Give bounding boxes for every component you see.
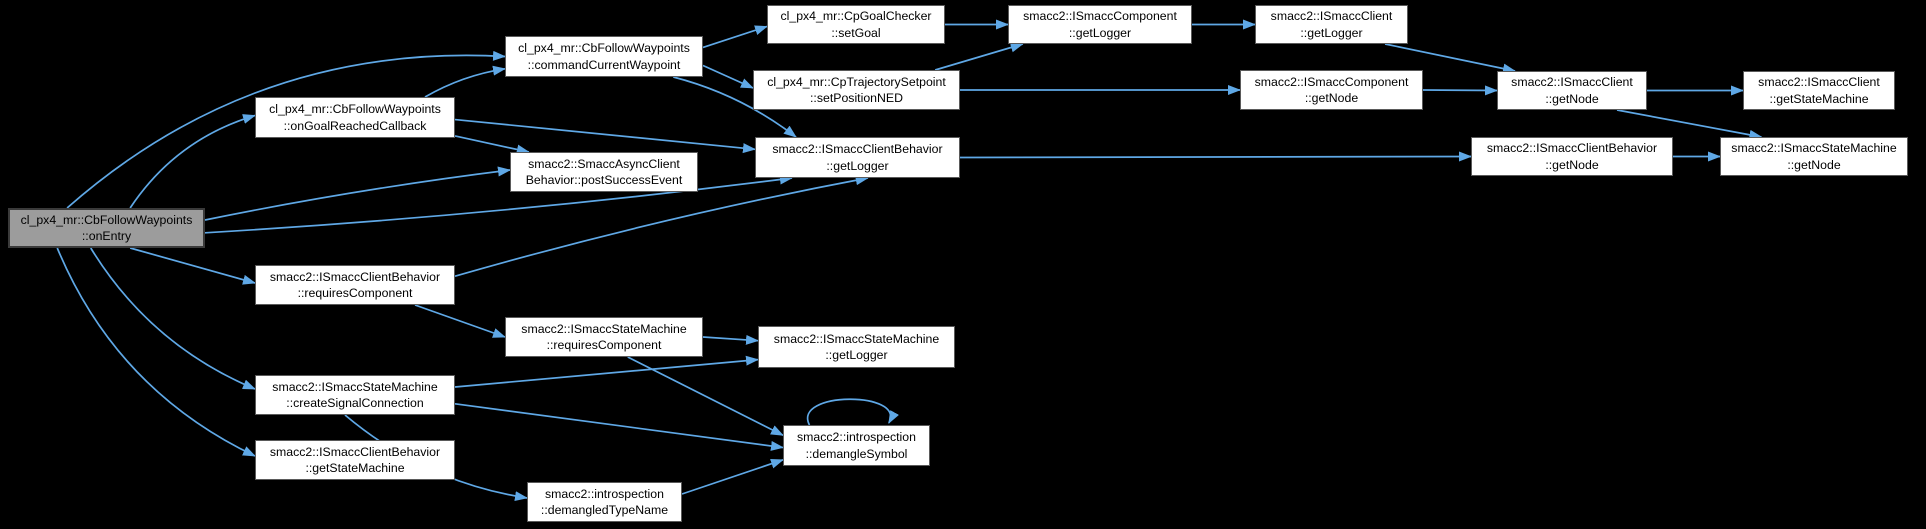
edge-self-loop-demangleSymbol — [806, 398, 899, 426]
node-label-line2: ::createSignalConnection — [286, 396, 424, 410]
edge-cCW-to-setPosNED — [702, 64, 754, 89]
node-label-line1: smacc2::ISmaccStateMachine — [272, 379, 438, 394]
edge-onEntry-to-reqCompCB — [129, 247, 256, 285]
node-label-line1: smacc2::ISmaccClientBehavior — [1486, 141, 1658, 156]
node-label-line1: smacc2::SmaccAsyncClient — [528, 156, 680, 171]
node-label-line2: ::getLogger — [1068, 25, 1132, 40]
node-demangled-type-name[interactable]: smacc2::introspection::demangledTypeName — [527, 482, 682, 522]
node-label-line2: ::getNode — [1545, 91, 1599, 106]
node-label-line2: ::getLogger — [826, 158, 889, 173]
node-label-line2: ::requiresComponent — [546, 338, 662, 352]
node-label-line1: smacc2::ISmaccClientBehavior — [772, 142, 943, 157]
node-label-line1: smacc2::ISmaccClient — [1511, 75, 1633, 90]
edge-getNodeComp-to-getNodeClient — [1422, 85, 1498, 96]
node-label-line2: ::demangledTypeName — [540, 503, 669, 517]
node-client-get-state-machine[interactable]: smacc2::ISmaccClient::getStateMachine — [1743, 71, 1895, 110]
node-label-line1: smacc2::ISmaccClientBehavior — [269, 444, 441, 459]
node-label-line2: ::getLogger — [825, 348, 888, 362]
edge-onEntry-to-postSuccess — [204, 166, 511, 221]
node-label-line1: smacc2::ISmaccStateMachine — [773, 331, 940, 346]
node-label-line2: ::getNode — [1545, 157, 1599, 172]
node-on-entry[interactable]: cl_px4_mr::CbFollowWaypoints::onEntry — [8, 208, 205, 248]
edge-getLoggerClient-to-getNodeClient — [1384, 43, 1516, 74]
edge-getLoggerCB-to-getNodeCB — [959, 151, 1472, 162]
node-state-machine-get-logger[interactable]: smacc2::ISmaccStateMachine::getLogger — [758, 326, 955, 368]
node-client-get-node[interactable]: smacc2::ISmaccClient::getNode — [1497, 71, 1647, 110]
node-label-line1: cl_px4_mr::CpGoalChecker — [780, 9, 932, 24]
node-label-line1: smacc2::introspection — [797, 430, 916, 445]
node-label-line2: ::getStateMachine — [1769, 91, 1869, 106]
node-label-line1: cl_px4_mr::CbFollowWaypoints — [518, 41, 690, 56]
node-client-behavior-get-state-machine[interactable]: smacc2::ISmaccClientBehavior::getStateMa… — [255, 440, 455, 480]
node-label-line2: ::onEntry — [81, 229, 132, 243]
node-label-line1: smacc2::ISmaccClient — [1270, 9, 1393, 24]
node-client-behavior-get-logger[interactable]: smacc2::ISmaccClientBehavior::getLogger — [755, 137, 960, 178]
node-label-line1: smacc2::ISmaccClient — [1758, 75, 1880, 90]
edge-onEntry-to-getSMCB — [56, 247, 256, 457]
node-label-line1: smacc2::ISmaccClientBehavior — [269, 269, 441, 284]
edge-onGoal-to-cCW — [424, 65, 506, 98]
edge-reqCompSM-to-getLoggerSM — [702, 334, 759, 345]
node-label-line2: ::commandCurrentWaypoint — [527, 57, 681, 72]
node-label-line2: ::getNode — [1787, 157, 1841, 172]
node-label-line2: ::getStateMachine — [305, 461, 405, 475]
node-label-line2: ::onGoalReachedCallback — [283, 118, 427, 133]
node-label-line1: smacc2::ISmaccComponent — [1254, 74, 1409, 89]
node-label-line1: cl_px4_mr::CbFollowWaypoints — [269, 102, 441, 117]
node-label-line1: smacc2::ISmaccComponent — [1023, 9, 1177, 24]
node-on-goal-reached-callback[interactable]: cl_px4_mr::CbFollowWaypoints::onGoalReac… — [255, 97, 455, 138]
edge-onEntry-to-createSignal — [90, 247, 256, 390]
edge-onEntry-to-onGoal — [129, 114, 256, 209]
node-create-signal-connection[interactable]: smacc2::ISmaccStateMachine::createSignal… — [255, 375, 455, 415]
node-label-line2: ::requiresComponent — [297, 286, 413, 300]
edge-cCW-to-setGoal — [702, 25, 768, 49]
node-state-machine-get-node[interactable]: smacc2::ISmaccStateMachine::getNode — [1720, 137, 1908, 176]
edge-reqCompCB-to-getLoggerCB — [454, 175, 869, 278]
node-label-line1: smacc2::ISmaccStateMachine — [521, 321, 687, 336]
edge-onEntry-to-cCW — [66, 50, 506, 209]
node-label-line1: smacc2::introspection — [545, 486, 664, 501]
node-label-line2: ::demangleSymbol — [805, 446, 908, 461]
node-label-line1: smacc2::ISmaccStateMachine — [1731, 141, 1897, 156]
node-label-line2: ::setGoal — [831, 25, 881, 40]
edge-reqCompSM-to-demangleSymbol — [627, 356, 784, 437]
node-label-line2: ::getLogger — [1300, 25, 1363, 40]
edge-onGoal-to-getLoggerCB — [454, 118, 756, 154]
node-label-line2: ::getNode — [1304, 91, 1359, 105]
edge-createSignal-to-getLoggerSM — [454, 355, 759, 388]
node-label-line1: cl_px4_mr::CpTrajectorySetpoint — [767, 74, 946, 89]
node-client-behavior-get-node[interactable]: smacc2::ISmaccClientBehavior::getNode — [1471, 137, 1673, 176]
node-set-position-ned[interactable]: cl_px4_mr::CpTrajectorySetpoint::setPosi… — [753, 70, 960, 110]
node-set-goal[interactable]: cl_px4_mr::CpGoalChecker::setGoal — [767, 5, 945, 44]
node-label-line1: cl_px4_mr::CbFollowWaypoints — [20, 212, 193, 227]
node-state-machine-requires-component[interactable]: smacc2::ISmaccStateMachine::requiresComp… — [505, 317, 703, 357]
edge-onEntry-to-getLoggerCB — [204, 174, 793, 234]
node-label-line2: Behavior::postSuccessEvent — [525, 173, 683, 187]
edge-demangledTypeName-to-demangleSymbol — [681, 458, 784, 495]
edge-setPosNED-to-getLoggerComp — [934, 42, 1024, 71]
node-client-behavior-requires-component[interactable]: smacc2::ISmaccClientBehavior::requiresCo… — [255, 265, 455, 305]
node-component-get-node[interactable]: smacc2::ISmaccComponent::getNode — [1240, 70, 1423, 110]
node-label-line2: ::setPositionNED — [810, 91, 903, 105]
node-component-get-logger[interactable]: smacc2::ISmaccComponent::getLogger — [1008, 5, 1192, 44]
node-demangle-symbol[interactable]: smacc2::introspection::demangleSymbol — [783, 425, 930, 466]
edge-createSignal-to-demangleSymbol — [454, 402, 784, 451]
node-command-current-waypoint[interactable]: cl_px4_mr::CbFollowWaypoints::commandCur… — [505, 36, 703, 77]
edge-onGoal-to-postSuccess — [454, 135, 530, 155]
edge-getNodeClient-to-getNodeSM — [1616, 109, 1763, 140]
edge-cCW-to-getLoggerCB — [673, 76, 797, 138]
edge-reqCompCB-to-reqCompSM — [414, 304, 506, 338]
node-client-get-logger[interactable]: smacc2::ISmaccClient::getLogger — [1255, 5, 1408, 44]
